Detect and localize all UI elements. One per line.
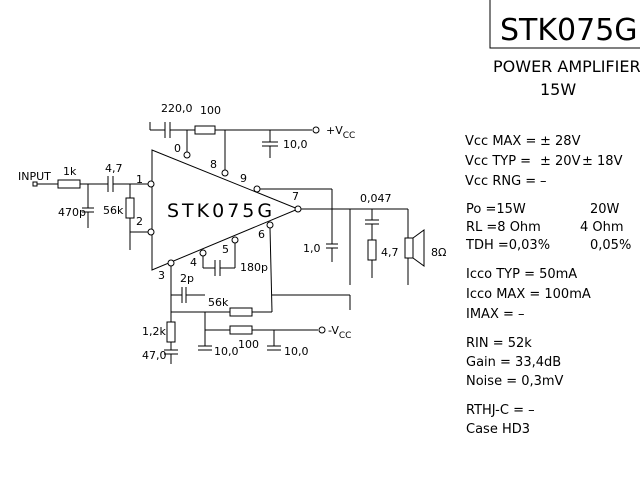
label-1k: 1k [63,165,77,178]
resistor-100-top [194,125,216,135]
spec-case: Case HD3 [466,422,530,437]
spec-vcc-rng-label: Vcc RNG = [465,174,536,189]
pin-3: 3 [158,269,165,282]
vcc-neg-text: -V [328,324,339,337]
pin-0: 0 [174,142,181,155]
vcc-neg-sub: CC [339,331,352,341]
spec-rin: RIN = 52k [466,336,532,351]
pin-1: 1 [136,173,143,186]
resistor-1k [57,179,81,189]
spec-vcc-typ-val2: ± 18V [582,154,623,169]
speaker-cone [412,229,425,267]
spec-icco-typ: Icco TYP = 50mA [466,267,577,282]
label-1-2k: 1,2k [142,325,166,338]
pin-2: 2 [136,215,143,228]
resistor-100-bot [229,325,253,335]
label-vcc-pos: +VCC [326,124,355,141]
label-vcc-neg: -VCC [328,324,351,341]
spec-vcc-typ-val: ± 20V [540,154,581,169]
label-1-0: 1,0 [303,242,321,255]
resistor-56k-fb [229,307,253,317]
resistor-4-7 [367,239,377,261]
pin-6: 6 [258,228,265,241]
amplifier-triangle [151,149,300,271]
pin-8: 8 [210,158,217,171]
spec-tdh-2: 0,05% [590,238,631,253]
spec-vcc-max-val: ± 28V [540,134,581,149]
power-title: 15W [540,80,576,99]
chip-label: STK075G [167,200,275,222]
label-47: 47,0 [142,349,167,362]
spec-imax: IMAX = – [466,307,525,322]
spec-icco-max: Icco MAX = 100mA [466,287,591,302]
label-10-bot: 10,0 [284,345,309,358]
label-56k-fb: 56k [208,296,229,309]
pin-7: 7 [292,190,299,203]
spec-vcc-typ-label: Vcc TYP = [465,154,531,169]
label-56k-input: 56k [103,204,124,217]
spec-vcc-rng-val: – [540,174,547,189]
title-frame [489,0,640,49]
vcc-pos-text: +V [326,124,343,137]
spec-noise: Noise = 0,3mV [466,374,564,389]
label-470p: 470p [58,206,86,219]
spec-rthj: RTHJ-C = – [466,403,535,418]
label-c-in: 4,7 [105,162,123,175]
label-0-047: 0,047 [360,192,392,205]
spec-tdh: TDH =0,03% [465,238,550,253]
label-speaker: 8Ω [431,246,446,259]
resistor-56k-input [125,197,135,219]
pin-4: 4 [190,256,197,269]
label-100-top: 100 [200,104,221,117]
pin-9: 9 [240,172,247,185]
spec-po: Po =15W [466,202,526,217]
label-4-7: 4,7 [381,246,399,259]
vcc-pos-sub: CC [343,131,356,141]
spec-gain: Gain = 33,4dB [466,355,561,370]
part-title: STK075G [500,13,638,48]
input-label: INPUT [18,170,51,183]
spec-po-2: 20W [590,202,620,217]
resistor-1-2k [166,321,176,343]
label-10-mid: 10,0 [214,345,239,358]
label-10-top: 10,0 [283,138,308,151]
label-220: 220,0 [161,102,193,115]
label-2p: 2p [180,272,194,285]
spec-rl-2: 4 Ohm [580,220,624,235]
spec-vcc-max-label: Vcc MAX = [465,134,536,149]
label-100-bot: 100 [238,338,259,351]
spec-rl: RL =8 Ohm [466,220,541,235]
label-180p: 180p [240,261,268,274]
pin-5: 5 [222,243,229,256]
speaker-body [404,237,414,259]
subtitle: POWER AMPLIFIER [493,57,640,76]
